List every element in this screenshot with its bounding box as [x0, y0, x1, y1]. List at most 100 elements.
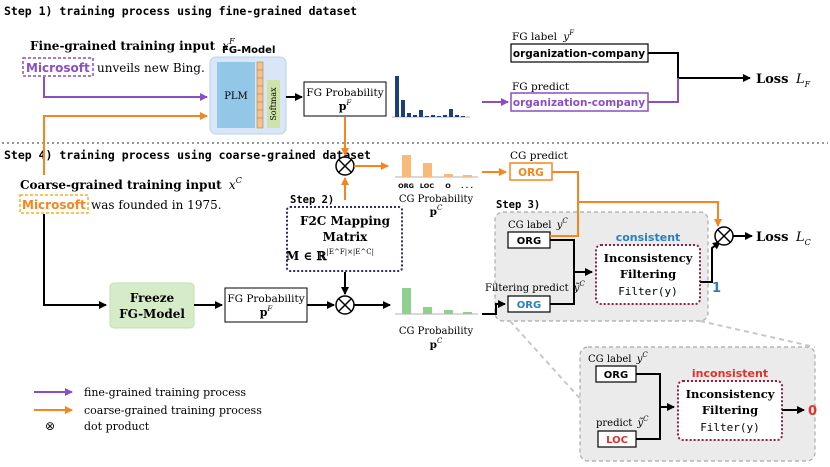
cg-prob-bottom-line1: CG Probability [399, 326, 474, 337]
cg-bar [423, 163, 432, 177]
fg-bar [431, 115, 435, 117]
cg-label-title: CG label yC [508, 217, 568, 231]
cg-entity-text: Microsoft [22, 198, 86, 212]
fg-bar [449, 109, 453, 117]
cg-prob-bottom-line2: pC [430, 337, 443, 351]
cg-prob-top-line1: CG Probability [399, 194, 474, 205]
fg-prob-top-line1: FG Probability [306, 87, 383, 99]
purple-arrow-input-model [43, 77, 208, 101]
fg-bar [395, 76, 399, 117]
cg-entity-box [19, 194, 89, 214]
loss-c: Loss LC [756, 230, 811, 247]
loss-f: Loss LF [756, 72, 811, 89]
fg-bar [461, 116, 465, 117]
cg-bar [444, 310, 453, 314]
cg-input-rest: was founded in 1975. [91, 198, 222, 212]
bar-label: ORG [398, 182, 414, 190]
purple-line-fgpredict-loss [648, 78, 679, 103]
filtering-predict-title: Filtering predict ỹC [485, 280, 585, 294]
consistent-status: consistent [616, 231, 681, 244]
fg-input-rest: unveils new Bing. [97, 61, 205, 75]
dot-product-bottom [335, 295, 355, 315]
incons-predict-title: predict ỹC [596, 415, 649, 429]
black-arrow-input-freeze [43, 214, 107, 309]
step4-title: Step 4) training process using coarse-gr… [4, 148, 371, 162]
legend-label-dot: dot product [84, 420, 150, 433]
fg-label-title: FG label yF [512, 29, 575, 43]
f2c-matrix-box [286, 206, 403, 272]
plm-block [217, 62, 255, 128]
bar-label: LOC [420, 182, 434, 190]
softmax-label: Softmax [269, 87, 278, 121]
fg-predict-value: organization-company [513, 97, 645, 109]
fg-bar [443, 115, 447, 117]
fg-input-label: Fine-grained training input xF [30, 37, 235, 53]
cg-predict-value: ORG [518, 167, 544, 179]
fg-bar [437, 116, 441, 117]
orange-line-cg-branch [43, 112, 208, 175]
fg-bar [419, 110, 423, 117]
freeze-line2: FG-Model [119, 307, 185, 321]
fg-bar [425, 116, 429, 117]
fg-prob-box-bottom [224, 287, 308, 323]
cg-bar [402, 155, 411, 177]
consistent-filter-line1: Inconsistency [604, 251, 693, 265]
fg-label-value: organization-company [513, 48, 645, 60]
consistent-output: 1 [712, 281, 721, 296]
step1-title: Step 1) training process using fine-grai… [4, 4, 357, 18]
bar-label: O [445, 182, 451, 190]
incons-filter-line1: Inconsistency [686, 387, 775, 401]
cg-prob-top-line2: pC [430, 204, 443, 218]
orange-line-cglabel-loss [550, 202, 579, 237]
cg-predict-title: CG predict [510, 150, 569, 162]
cg-bar [444, 174, 453, 177]
filtering-predict-value: ORG [517, 300, 541, 311]
fg-predict-title: FG predict [512, 81, 570, 93]
cg-bar [423, 307, 432, 314]
black-line-fglabel-loss [648, 52, 751, 82]
fg-prob-bottom-line1: FG Probability [227, 293, 304, 305]
softmax-block [267, 80, 280, 128]
fg-bar [413, 115, 417, 117]
black-arrow-cgbars-filter [482, 300, 506, 315]
consistent-filter-line3: Filter(y) [618, 285, 678, 298]
cg-bar [463, 175, 472, 177]
fg-entity-box [22, 57, 94, 77]
dot-product-loss [714, 226, 734, 246]
step3-title: Step 3) [496, 199, 540, 211]
legend-label-fine: fine-grained training process [84, 386, 246, 399]
fg-model-title: FG-Model [222, 45, 275, 56]
f2c-line1: F2C Mapping [300, 214, 391, 228]
incons-filter-line3: Filter(y) [700, 421, 760, 434]
incons-cg-label-value: ORG [604, 370, 628, 381]
fg-bar [407, 113, 411, 117]
legend-label-coarse: coarse-grained training process [84, 404, 262, 417]
f2c-line2: Matrix [323, 230, 368, 244]
fg-prob-bottom-line2: pF [260, 305, 274, 319]
consistent-filter-line2: Filtering [620, 267, 676, 281]
freeze-line1: Freeze [130, 291, 175, 305]
bar-label: . . . [461, 182, 473, 190]
legend: fine-grained training process coarse-gra… [34, 386, 262, 433]
black-arrow-filter-loss [700, 241, 721, 283]
fg-bar [455, 115, 459, 117]
cg-bar-chart-top: ORG LOC O . . . [395, 155, 478, 190]
incons-filter-line2: Filtering [702, 403, 758, 417]
dot-product-icon: ⊗ [45, 419, 55, 433]
step2-title: Step 2) [290, 194, 334, 206]
dot-product-top [335, 156, 355, 176]
cg-bar [402, 288, 411, 314]
inconsistent-output: 0 [808, 404, 817, 419]
f2c-formula: M ∈ ℝ|E^F|×|E^C| [286, 248, 374, 263]
inconsistent-filter-box [677, 380, 783, 441]
zoom-line-right [699, 320, 816, 348]
cg-input-label: Coarse-grained training input xC [20, 176, 242, 192]
fg-prob-box-top [303, 81, 387, 117]
incons-cg-label-title: CG label yC [588, 351, 648, 365]
fg-prob-top-line2: pF [339, 99, 353, 113]
cg-bar [463, 312, 472, 314]
token-column [256, 61, 264, 129]
inconsistent-status: inconsistent [692, 367, 768, 380]
cg-bar-chart-bottom [395, 288, 478, 315]
